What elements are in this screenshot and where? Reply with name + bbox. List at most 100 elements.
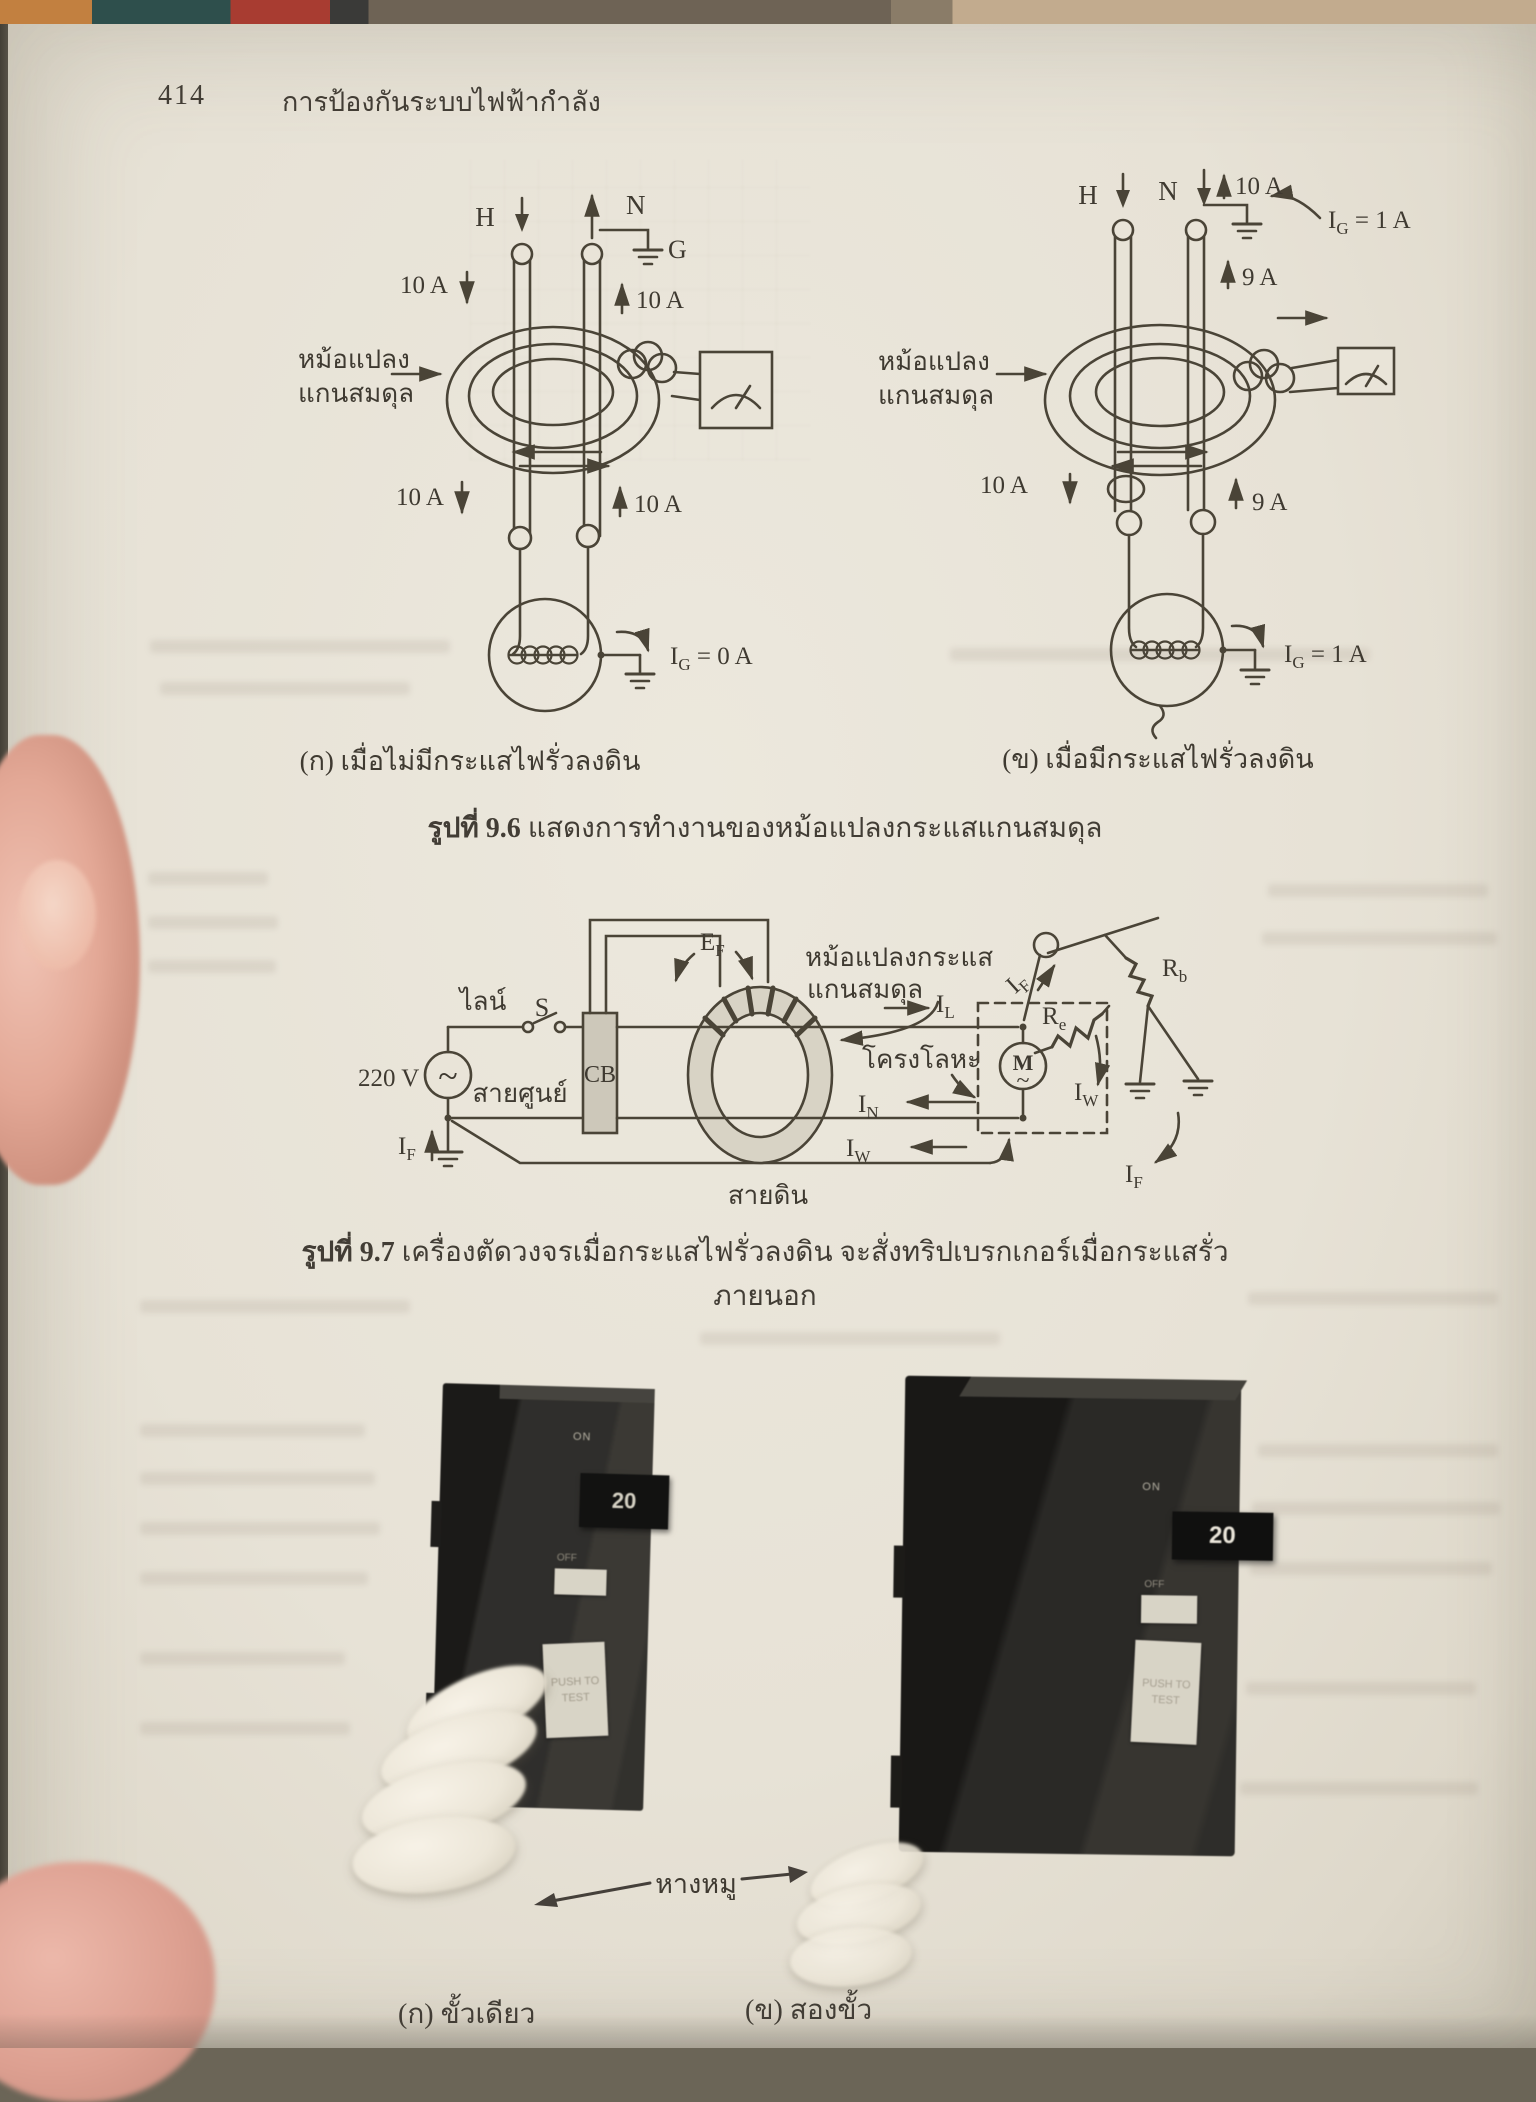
conductor-n <box>575 193 650 549</box>
diagram-no-leak <box>390 193 774 713</box>
breaker-handle: 20 <box>578 1472 670 1530</box>
showthrough <box>1268 884 1488 897</box>
showthrough <box>1252 1502 1500 1515</box>
current-value: 10 A <box>634 491 682 518</box>
switch-label: S <box>535 993 549 1022</box>
re-label: Re <box>1042 1003 1066 1034</box>
showthrough <box>140 1722 350 1735</box>
showthrough <box>140 1424 365 1437</box>
current-value: 10 A <box>1235 173 1283 200</box>
breaker-push-label: PUSH TO TEST <box>550 1674 600 1705</box>
iw-inside-arrow <box>1094 1034 1111 1087</box>
subcaption-b: (ข) เมื่อมีกระแสไฟรั่วลงดิน <box>1002 740 1314 774</box>
page-bottom-shadow <box>0 2014 1536 2048</box>
motor <box>998 1023 1048 1122</box>
figure-9-7-caption: รูปที่ 9.7 เครื่องตัดวงจรเมื่อกระแสไฟรั่… <box>250 1230 1280 1318</box>
source-ground <box>432 1114 464 1168</box>
breaker-test-button: PUSH TO TEST <box>1130 1639 1202 1745</box>
rb-label: Rb <box>1162 955 1187 986</box>
in-label: IN <box>858 1091 879 1122</box>
photo-caption-a: (ก) ขั้วเดียว <box>398 1999 536 2030</box>
breaker-clip <box>890 1755 903 1808</box>
showthrough <box>140 1572 368 1585</box>
showthrough <box>1258 1444 1498 1457</box>
figure-9-7-caption-text: เครื่องตัดวงจรเมื่อกระแสไฟรั่วลงดิน จะสั… <box>401 1237 1229 1312</box>
balance-core-toroid <box>1043 323 1277 477</box>
breaker-top-face <box>959 1376 1248 1401</box>
frame-label: โครงโลหะ <box>862 1044 981 1074</box>
line-label: ไลน์ <box>458 986 507 1016</box>
earth-label: สายดิน <box>728 1181 809 1210</box>
ground-symbol <box>1231 222 1263 240</box>
line-wire <box>446 1011 585 1034</box>
pigtail-label: หางหมู <box>655 1869 737 1900</box>
ground-symbol <box>1182 1079 1214 1097</box>
secondary-winding <box>616 340 702 402</box>
diagram-with-leak <box>995 168 1396 740</box>
neutral-label: N <box>1158 176 1178 206</box>
showthrough <box>148 872 268 885</box>
figure-9-7-circuit: 220 V ~ ไลน์ S สายศูนย์ CB IF EF หม้อแปล… <box>358 916 1214 1210</box>
ground-label: G <box>668 235 687 264</box>
page-number: 414 <box>158 80 206 111</box>
phase-label: H <box>1078 180 1098 210</box>
secondary-winding <box>1232 348 1340 394</box>
core-label-line2: แกนสมดุล <box>878 381 994 411</box>
figure-9-6-caption-text: แสดงการทำงานของหม้อแปลงกระแสแกนสมดุล <box>527 813 1103 844</box>
conductor-h <box>1106 172 1146 537</box>
thumb-nail <box>18 860 96 970</box>
pigtail-callout: หางหมู <box>534 1866 808 1907</box>
figure-9-6-caption-prefix: รูปที่ 9.6 <box>427 813 521 844</box>
ct-label-line1: หม้อแปลงกระแส <box>805 943 993 972</box>
showthrough <box>160 682 410 695</box>
core-label-line2: แกนสมดุล <box>298 379 414 409</box>
if-return-arrow <box>1153 1111 1181 1164</box>
cb-label: CB <box>584 1062 616 1088</box>
current-value: 10 A <box>396 484 444 511</box>
ground-symbol <box>624 672 656 690</box>
current-value: 10 A <box>636 287 684 314</box>
ground-current-label: IG = 1 A <box>1328 207 1411 238</box>
photo-background-top <box>0 0 1536 26</box>
breaker-window <box>1140 1594 1197 1624</box>
breaker-rating: 20 <box>611 1487 637 1514</box>
showthrough <box>1246 1682 1476 1695</box>
showthrough <box>150 640 450 653</box>
phase-label: H <box>475 202 495 232</box>
showthrough <box>1248 1292 1498 1305</box>
breaker-rating: 20 <box>1208 1521 1236 1550</box>
trip-coil-wires <box>588 918 770 1015</box>
earth-wire <box>450 1119 1014 1165</box>
ig-top-arrow <box>1269 184 1322 220</box>
leak-squiggle <box>1151 704 1165 740</box>
showthrough <box>148 916 278 929</box>
showthrough <box>140 1652 345 1665</box>
running-title: การป้องกันระบบไฟฟ้ากำลัง <box>282 87 601 117</box>
ig-arrow <box>1230 623 1266 649</box>
ct-ring <box>686 985 834 1165</box>
frame-label-arrow <box>950 1073 977 1099</box>
breaker-clip <box>430 1500 442 1548</box>
ef-arrows <box>674 950 754 983</box>
ac-source <box>423 1025 473 1120</box>
neutral-label: สายศูนย์ <box>472 1079 567 1109</box>
neutral-label: N <box>626 190 646 220</box>
figure-9-6-caption: รูปที่ 9.6 แสดงการทำงานของหม้อแปลงกระแสแ… <box>300 806 1230 850</box>
balance-core-toroid <box>445 325 661 475</box>
meter <box>698 350 774 430</box>
breaker-on-label: ON <box>572 1430 592 1444</box>
if-body-arrow <box>1035 963 1056 992</box>
photo-caption-b: (ข) สองขั้ว <box>745 1995 873 2026</box>
current-value: 10 A <box>980 472 1028 499</box>
current-value: 9 A <box>1252 489 1287 516</box>
subcaption-a: (ก) เมื่อไม่มีกระแสไฟรั่วลงดิน <box>300 742 641 776</box>
voltage-label: 220 V <box>358 1065 419 1092</box>
breaker-handle: 20 <box>1171 1511 1274 1561</box>
breaker-off-label: OFF <box>556 1552 577 1564</box>
showthrough <box>148 960 276 973</box>
breaker-off-label: OFF <box>1144 1579 1165 1591</box>
ac-symbol: ~ <box>1017 1068 1030 1094</box>
ct-label-line2: แกนสมดุล <box>807 975 923 1005</box>
iw-label: IW <box>846 1135 871 1166</box>
ground-current-label: IG = 1 A <box>1284 641 1367 672</box>
